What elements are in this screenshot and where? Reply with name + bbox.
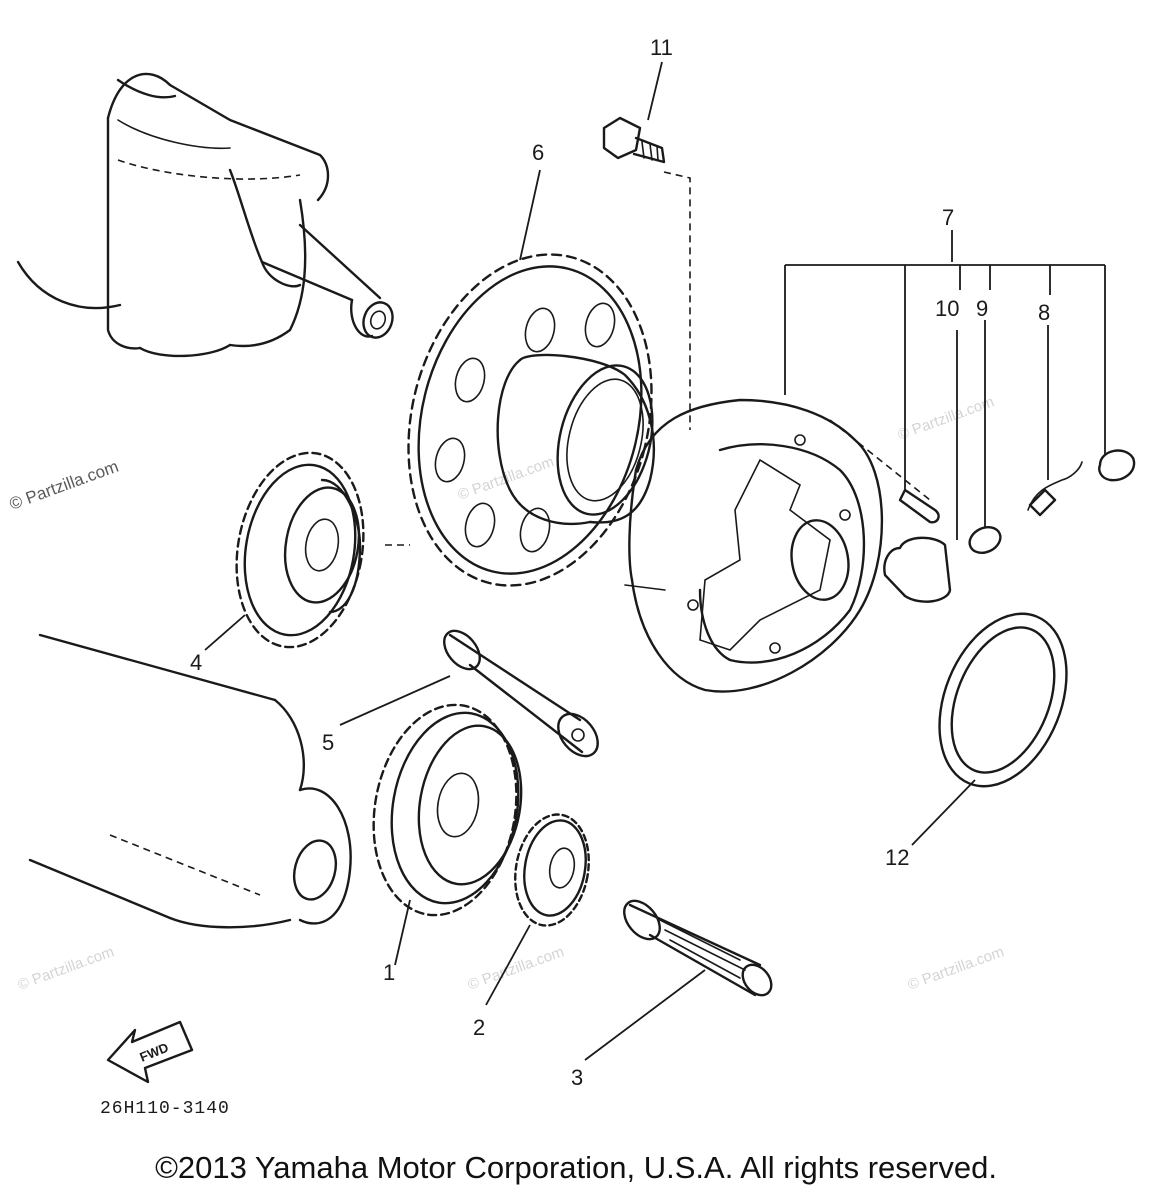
- callout-8: 8: [1038, 300, 1050, 325]
- idler-gear-4: [235, 451, 365, 649]
- callout-11: 11: [650, 35, 673, 60]
- watermark: © Partzilla.com: [896, 393, 997, 444]
- callout-12: 12: [885, 845, 909, 870]
- callouts: 1 2 3 4 5 6 7 8 9 10 11 12: [190, 35, 1050, 1090]
- callout-5: 5: [322, 730, 334, 755]
- crankshaft: [16, 72, 394, 358]
- callout-1: 1: [383, 960, 395, 985]
- bolt-11: [602, 116, 666, 164]
- callout-9: 9: [976, 296, 988, 321]
- callout-3: 3: [571, 1065, 583, 1090]
- starter-clutch: [624, 398, 884, 693]
- watermark: © Partzilla.com: [906, 943, 1007, 994]
- callout-10: 10: [935, 296, 959, 321]
- reduction-gear-1: [372, 703, 523, 917]
- fwd-arrow: FWD: [106, 1020, 194, 1084]
- watermark: © Partzilla.com: [16, 943, 117, 994]
- watermark-main: © Partzilla.com: [7, 457, 121, 514]
- starter-motor: [28, 633, 352, 929]
- callout-6: 6: [532, 140, 544, 165]
- clutch-small-parts: [829, 419, 1136, 603]
- diagram-part-code: 26H110-3140: [100, 1099, 230, 1119]
- leader-lines: [204, 61, 1106, 1061]
- reduction-gear-2: [514, 813, 590, 927]
- shaft-3: [623, 899, 773, 997]
- callout-2: 2: [473, 1015, 485, 1040]
- callout-7: 7: [942, 205, 954, 230]
- washer-12: [938, 612, 1068, 788]
- starter-wheel-gear: [407, 253, 656, 587]
- idler-shaft-5: [443, 629, 599, 758]
- callout-4: 4: [190, 650, 202, 675]
- copyright-notice: ©2013 Yamaha Motor Corporation, U.S.A. A…: [155, 1150, 997, 1185]
